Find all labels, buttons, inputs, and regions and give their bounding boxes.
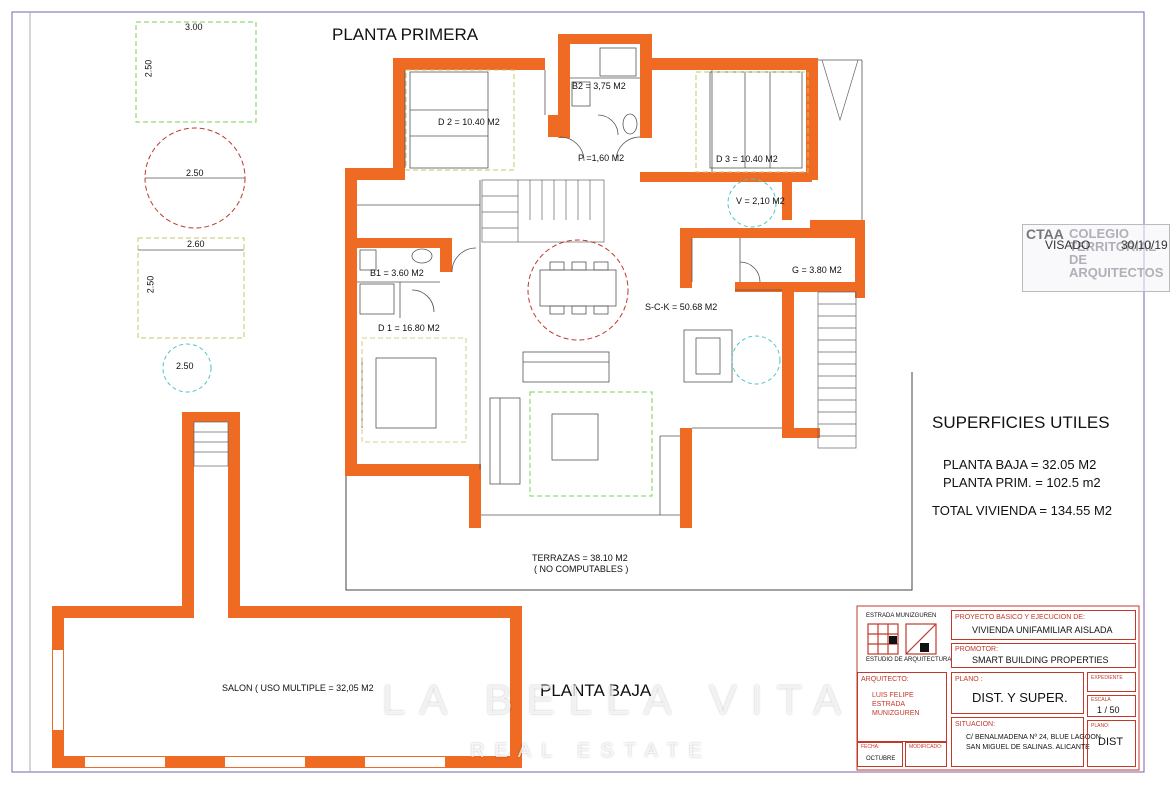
living-rug-zone bbox=[529, 391, 653, 497]
summary-heading: SUPERFICIES UTILES bbox=[932, 413, 1110, 432]
architect-label: ARQUITECTO: bbox=[861, 676, 909, 683]
scale-box: ESCALA 1 / 50 bbox=[1087, 695, 1136, 717]
plan-value: DIST. Y SUPER. bbox=[972, 690, 1068, 705]
promoter-label: PROMOTOR: bbox=[955, 646, 999, 653]
sheet-border bbox=[11, 11, 1145, 773]
plano-code: DIST bbox=[1098, 736, 1124, 748]
summary-total: TOTAL VIVIENDA = 134.55 M2 bbox=[932, 503, 1113, 518]
room-d3: D 3 = 10.40 M2 bbox=[716, 154, 778, 164]
stairs-right bbox=[817, 59, 859, 449]
plano-box: PLANO: DIST bbox=[1087, 720, 1136, 767]
modificado-box: MODIFICADO: bbox=[905, 742, 947, 767]
dim-mid-height: 2.50 bbox=[145, 275, 156, 294]
upper-floor-title: PLANTA PRIMERA bbox=[332, 25, 479, 44]
ground-floor-title: PLANTA BAJA bbox=[540, 681, 652, 700]
fecha-value: OCTUBRE bbox=[866, 756, 896, 762]
plan-box: PLANO : DIST. Y SUPER. bbox=[951, 672, 1084, 714]
dining-table bbox=[539, 261, 617, 315]
room-d2: D 2 = 10.40 M2 bbox=[438, 117, 500, 127]
dining-clearance-circle bbox=[527, 239, 629, 341]
walls-upper bbox=[345, 34, 865, 528]
dim-top-height: 2.50 bbox=[143, 59, 154, 78]
room-sck: S-C-K = 50.68 M2 bbox=[645, 302, 718, 312]
dim-small-circle: 2.50 bbox=[176, 361, 194, 371]
project-value: VIVIENDA UNIFAMILIAR AISLADA bbox=[972, 625, 1113, 635]
fecha-label: FECHA: bbox=[861, 744, 880, 750]
beds bbox=[361, 71, 803, 443]
stamp-date: 30/10/19 bbox=[1121, 238, 1168, 252]
summary-upper: PLANTA PRIM. = 102.5 m2 bbox=[943, 475, 1101, 490]
room-salon: SALON ( USO MULTIPLE = 32,05 M2 bbox=[222, 683, 374, 693]
dim-top-width: 3.00 bbox=[185, 22, 203, 32]
stamp-title: CTAA bbox=[1026, 226, 1064, 242]
location-box: SITUACION: C/ BENALMADENA Nº 24, BLUE LA… bbox=[951, 717, 1101, 767]
location-line-1: C/ BENALMADENA Nº 24, BLUE LAGOON bbox=[966, 734, 1101, 741]
firm-logo-fill-a bbox=[889, 636, 897, 644]
kitchen-clearance-circle bbox=[731, 335, 781, 385]
architect-box: ARQUITECTO: LUIS FELIPE ESTRADA MUNIZGUR… bbox=[857, 672, 947, 742]
bathroom-fixtures bbox=[359, 47, 638, 315]
dim-mid-width: 2.60 bbox=[187, 239, 205, 249]
promoter-value: SMART BUILDING PROPERTIES bbox=[972, 655, 1109, 665]
firm-bottom: ESTUDIO DE ARQUITECTURA bbox=[866, 657, 952, 663]
expediente-label: EXPEDIENTE bbox=[1091, 675, 1123, 681]
modificado-label: MODIFICADO: bbox=[909, 744, 943, 750]
summary-ground: PLANTA BAJA = 32.05 M2 bbox=[943, 457, 1097, 472]
stamp-visado: VISADO bbox=[1045, 238, 1091, 252]
scale-value: 1 / 50 bbox=[1097, 705, 1120, 715]
room-terrazas: TERRAZAS = 38.10 M2 bbox=[532, 553, 628, 563]
architect-line-3: MUNIZGUREN bbox=[872, 710, 920, 717]
stamp-org: COLEGIO TERRITORIAL DE ARQUITECTOS bbox=[1069, 226, 1164, 280]
interior-lines bbox=[357, 59, 863, 516]
fecha-box: FECHA: OCTUBRE bbox=[857, 742, 903, 767]
scale-label: ESCALA bbox=[1091, 697, 1111, 703]
firm-top: ESTRADA MUNIZGUREN bbox=[866, 613, 937, 619]
project-box: PROYECTO BASICO Y EJECUCION DE: VIVIENDA… bbox=[951, 610, 1136, 640]
firm-logo bbox=[867, 623, 937, 655]
project-label: PROYECTO BASICO Y EJECUCION DE: bbox=[955, 614, 1085, 621]
ground-window-openings bbox=[53, 650, 445, 767]
terrace-outline bbox=[345, 240, 913, 591]
room-v: V = 2,10 M2 bbox=[736, 196, 785, 206]
firm-logo-fill-b bbox=[920, 643, 929, 652]
room-terrazas-note: ( NO COMPUTABLES ) bbox=[534, 564, 629, 574]
watermark-subtitle: REAL ESTATE bbox=[470, 740, 712, 762]
door-swings bbox=[411, 114, 761, 313]
room-g: G = 3.80 M2 bbox=[792, 265, 842, 275]
room-d1: D 1 = 16.80 M2 bbox=[378, 323, 440, 333]
room-b1: B1 = 3.60 M2 bbox=[370, 268, 424, 278]
furniture-zones bbox=[405, 69, 809, 173]
promoter-box: PROMOTOR: SMART BUILDING PROPERTIES bbox=[951, 643, 1136, 668]
stairs-ground bbox=[193, 421, 229, 467]
visado-stamp: CTAA COLEGIO TERRITORIAL DE ARQUITECTOS … bbox=[1022, 224, 1170, 292]
room-p: P =1,60 M2 bbox=[578, 153, 625, 163]
living-furniture bbox=[489, 329, 733, 485]
expediente-box: EXPEDIENTE bbox=[1087, 672, 1136, 692]
location-line-2: SAN MIGUEL DE SALINAS. ALICANTE bbox=[966, 744, 1090, 751]
dimension-box-top bbox=[135, 21, 257, 123]
watermark-brand: LA BELLA VITA bbox=[382, 676, 856, 723]
dim-circle: 2.50 bbox=[186, 168, 204, 178]
location-label: SITUACION: bbox=[955, 721, 996, 728]
plano-label: PLANO: bbox=[1091, 723, 1110, 729]
dimension-box-mid bbox=[137, 237, 245, 339]
dimension-circle-small bbox=[162, 343, 212, 393]
hall-clearance-circle bbox=[727, 178, 777, 228]
architect-line-1: LUIS FELIPE bbox=[872, 692, 914, 699]
room-b2: B2 = 3,75 M2 bbox=[572, 81, 626, 91]
stairs-upper bbox=[481, 179, 605, 243]
plan-label: PLANO : bbox=[955, 676, 983, 683]
architect-line-2: ESTRADA bbox=[872, 701, 906, 708]
